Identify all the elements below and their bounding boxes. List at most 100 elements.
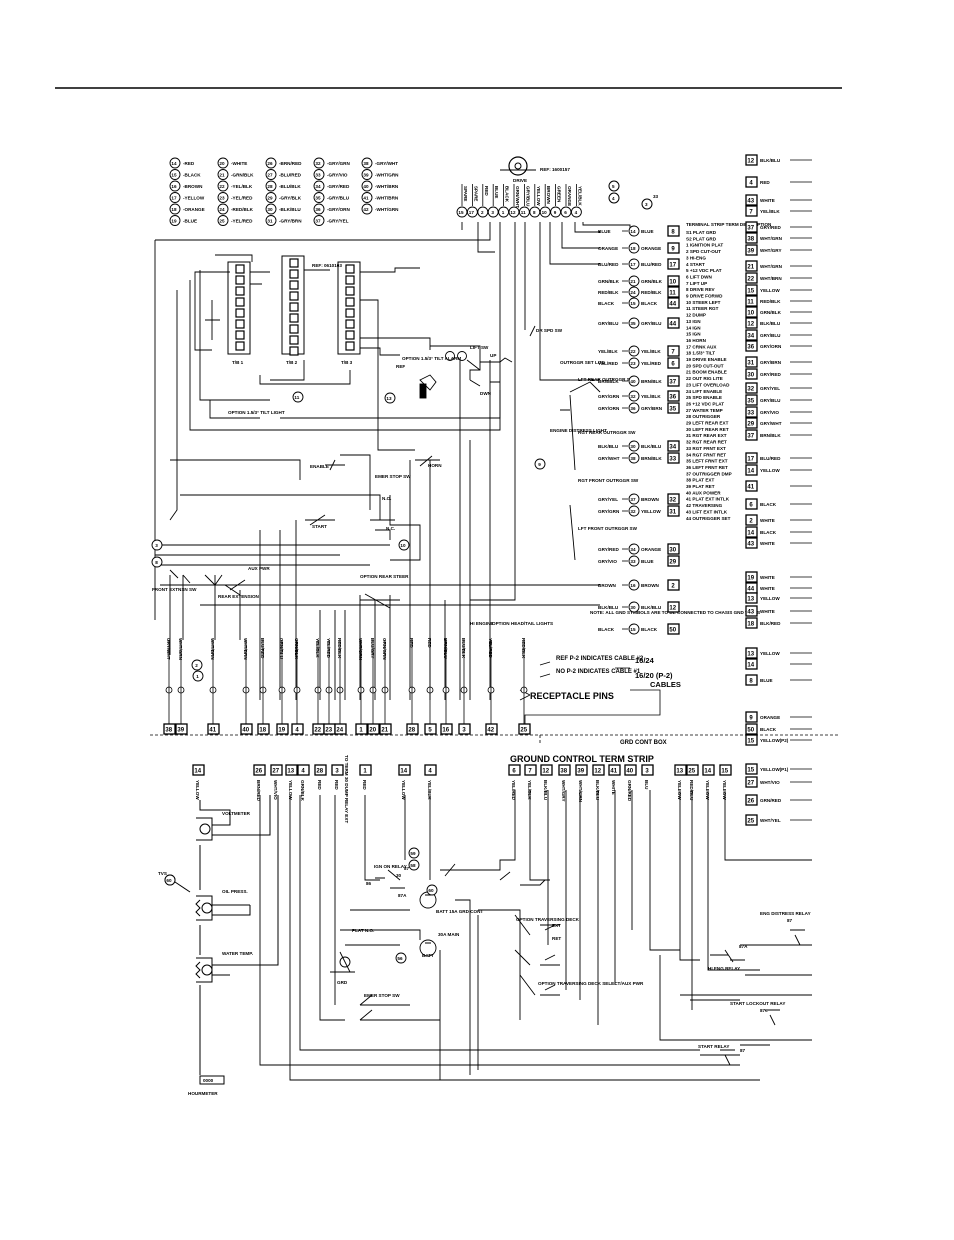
mid-right-wire-1: ORANGE <box>641 246 661 251</box>
mid-code-0 <box>628 225 640 237</box>
tb3-slot-6 <box>345 330 355 340</box>
legend-colour-15: -BLACK <box>183 173 201 178</box>
right-term-16-num: 30 <box>747 373 754 379</box>
mid-left-wire-12: BLK/BLU <box>598 444 619 449</box>
mid-term-4-num: 11 <box>669 291 676 297</box>
mid-term-1 <box>667 242 680 254</box>
tb3-slot-0 <box>345 264 355 274</box>
bottom-term-1-10-num: 1 <box>359 728 363 734</box>
drive-pin-11-num: 11 <box>521 210 526 215</box>
bottom-term-4-6-num: 4 <box>295 728 299 734</box>
legend-colour-24: -RED/BLK <box>231 207 254 212</box>
mid-term-8 <box>667 357 680 369</box>
right-term-36 <box>745 674 758 686</box>
term-desc-35: 34 RGT FRNT RET <box>686 452 726 457</box>
legend-code-25-num: 25 <box>219 218 225 223</box>
mid-code-6-num: 35 <box>630 321 636 326</box>
drive-wire-2: RED <box>484 186 489 196</box>
right-term-3 <box>745 205 758 217</box>
bottom-wire-16: BLU/BLK <box>461 638 466 659</box>
right-term-33 <box>745 617 758 629</box>
mid-left-wire-14: GRY/YEL <box>598 497 618 502</box>
term-desc-43: 42 TRAVERSING <box>686 503 723 508</box>
svg-text:LFT FRONT OUTRGGR SW: LFT FRONT OUTRGGR SW <box>578 526 638 531</box>
gcts-term-4-num: 39 <box>577 769 584 775</box>
right-term-24 <box>745 480 758 492</box>
legend-code-31 <box>265 215 277 226</box>
bottom-wire-14: RED <box>427 638 432 648</box>
drive-pin-4 <box>570 206 582 218</box>
right-wire-10: RED/BLK <box>760 299 781 304</box>
gcts-term-3-num: 38 <box>560 769 567 775</box>
mid-code-13 <box>628 452 640 464</box>
right-term-15-num: 31 <box>747 361 754 367</box>
mid-left-wire-17: GRY/VIO <box>598 559 617 564</box>
mid-code-2-num: 17 <box>630 262 636 267</box>
bottom-wire-18: RED/BLK <box>521 638 526 659</box>
right-wire-22: BLU/RED <box>760 456 781 461</box>
svg-text:LIFT SW: LIFT SW <box>470 345 489 350</box>
term-desc-17: 16 HORN <box>686 338 707 343</box>
right-wire-30: WHITE <box>760 586 775 591</box>
mid-term-14 <box>667 493 680 505</box>
callout-59-8-num: 59 <box>410 851 416 856</box>
svg-text:87: 87 <box>787 918 793 923</box>
gcts-wire-4: WHT/GRN <box>578 780 583 803</box>
term-desc-5: 4 START <box>686 262 705 267</box>
right-term-11-num: 10 <box>747 311 754 317</box>
right-wire-29: WHITE <box>760 575 775 580</box>
drive-wire-3: BLUE <box>494 186 499 199</box>
callout-60-11-num: 60 <box>428 888 434 893</box>
svg-text:EXT: EXT <box>552 923 561 928</box>
bottom-term-20-11 <box>367 723 380 735</box>
legend-colour-36: -GRY/ORN <box>327 207 350 212</box>
bottom-wire-15: BRN/BLU <box>443 638 448 659</box>
legend-code-34-num: 34 <box>315 184 321 189</box>
svg-text:OPTION 1.5/3° TILT ALARM: OPTION 1.5/3° TILT ALARM <box>402 356 461 361</box>
mid-term-6-num: 44 <box>669 322 676 328</box>
bottom-term-5-14 <box>424 723 437 735</box>
right-term-31-num: 13 <box>747 597 754 603</box>
right-term-17 <box>745 382 758 394</box>
mid-code-10 <box>628 390 640 402</box>
callout-3: 3 33 <box>641 194 659 210</box>
right-wire-21: BRN/BLK <box>760 433 781 438</box>
bottom-term-1-10 <box>355 723 368 735</box>
svg-text:FRONT EXTNSN SW: FRONT EXTNSN SW <box>152 587 197 592</box>
right-wire-26: WHITE <box>760 518 775 523</box>
right-term-21-num: 37 <box>747 434 754 440</box>
right-term-21 <box>745 429 758 441</box>
right-term-0 <box>745 154 758 166</box>
term-desc-14: 13 IGN <box>686 319 701 324</box>
svg-text:OPTION HEAD/TAIL LIGHTS: OPTION HEAD/TAIL LIGHTS <box>492 621 553 626</box>
legend-code-27-num: 27 <box>267 172 273 177</box>
mid-term-13-num: 33 <box>669 457 676 463</box>
callout-58-9 <box>408 859 420 871</box>
legend-code-24 <box>217 203 229 215</box>
right-term-20-num: 29 <box>747 422 754 428</box>
bottom-term-21-12-num: 21 <box>381 728 388 734</box>
drive-wire-9: GREEN <box>557 186 562 203</box>
drive-pin-10-num: 10 <box>542 210 548 215</box>
mid-code-14-num: 37 <box>630 497 636 502</box>
svg-text:WATER TEMP.: WATER TEMP. <box>222 951 253 956</box>
right-term-8 <box>745 272 758 284</box>
mid-right-wire-11: GRY/BRN <box>641 406 663 411</box>
svg-text:86: 86 <box>366 881 372 886</box>
bottom-term-25-18 <box>518 723 531 735</box>
bottom-term-3-16 <box>458 723 471 735</box>
mid-term-13 <box>667 452 680 464</box>
right-wire-25: BLACK <box>760 502 777 507</box>
right-term-9-num: 15 <box>747 289 754 295</box>
legend-colour-28: -BLU/BLK <box>279 184 301 189</box>
callout-4: 4 <box>608 192 620 204</box>
lower-left-term-8-num: 14 <box>400 769 407 775</box>
gcts-term-0-num: 6 <box>512 769 516 775</box>
right-wire-6: WHT/GRY <box>760 248 782 253</box>
mid-term-5 <box>667 297 680 309</box>
lower-left-term-5 <box>314 764 327 776</box>
svg-text:EMER STOP SW: EMER STOP SW <box>375 474 411 479</box>
right-wire-27: BLACK <box>760 530 777 535</box>
right-term-1 <box>745 176 758 188</box>
